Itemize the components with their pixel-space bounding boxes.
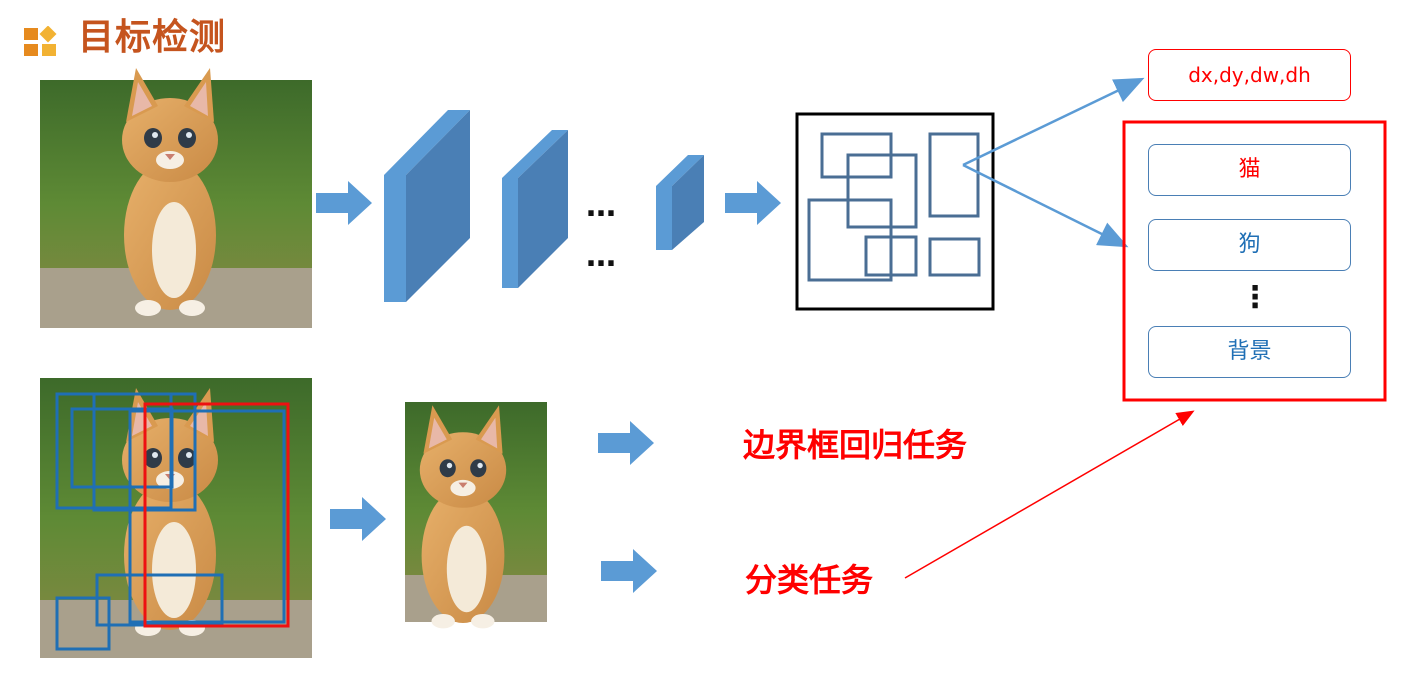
input-image-top: [40, 68, 312, 328]
class-item-dog: 狗: [1148, 219, 1351, 271]
cropped-region: [405, 402, 547, 629]
cnn-layer-3: [656, 155, 704, 250]
page-title: 目标检测: [78, 17, 227, 58]
block-arrow: [598, 421, 654, 465]
ellipsis-top: …: [586, 189, 618, 224]
class-container: [1122, 120, 1387, 402]
input-image-bottom: [40, 378, 312, 658]
class-ellipsis: ⋮: [1240, 280, 1272, 315]
cnn-layer-1: [384, 110, 470, 302]
block-arrow: [725, 181, 781, 225]
classification-task-label: 分类任务: [745, 561, 874, 599]
class-item-cat: 猫: [1148, 144, 1351, 196]
regression-task-label: 边界框回归任务: [743, 426, 968, 464]
regression-arrow: [962, 77, 1145, 167]
block-arrow: [316, 181, 372, 225]
block-arrow: [601, 549, 657, 593]
regression-output-box: dx,dy,dw,dh: [1148, 49, 1351, 101]
ellipsis-bottom: …: [586, 239, 618, 274]
logo-icon: [24, 26, 57, 56]
classification-arrow: [962, 163, 1129, 248]
block-arrow: [330, 497, 386, 541]
cnn-layer-2: [502, 130, 568, 288]
proposal-map: [795, 112, 995, 311]
task-link-arrow: [904, 410, 1195, 579]
class-item-background: 背景: [1148, 326, 1351, 378]
